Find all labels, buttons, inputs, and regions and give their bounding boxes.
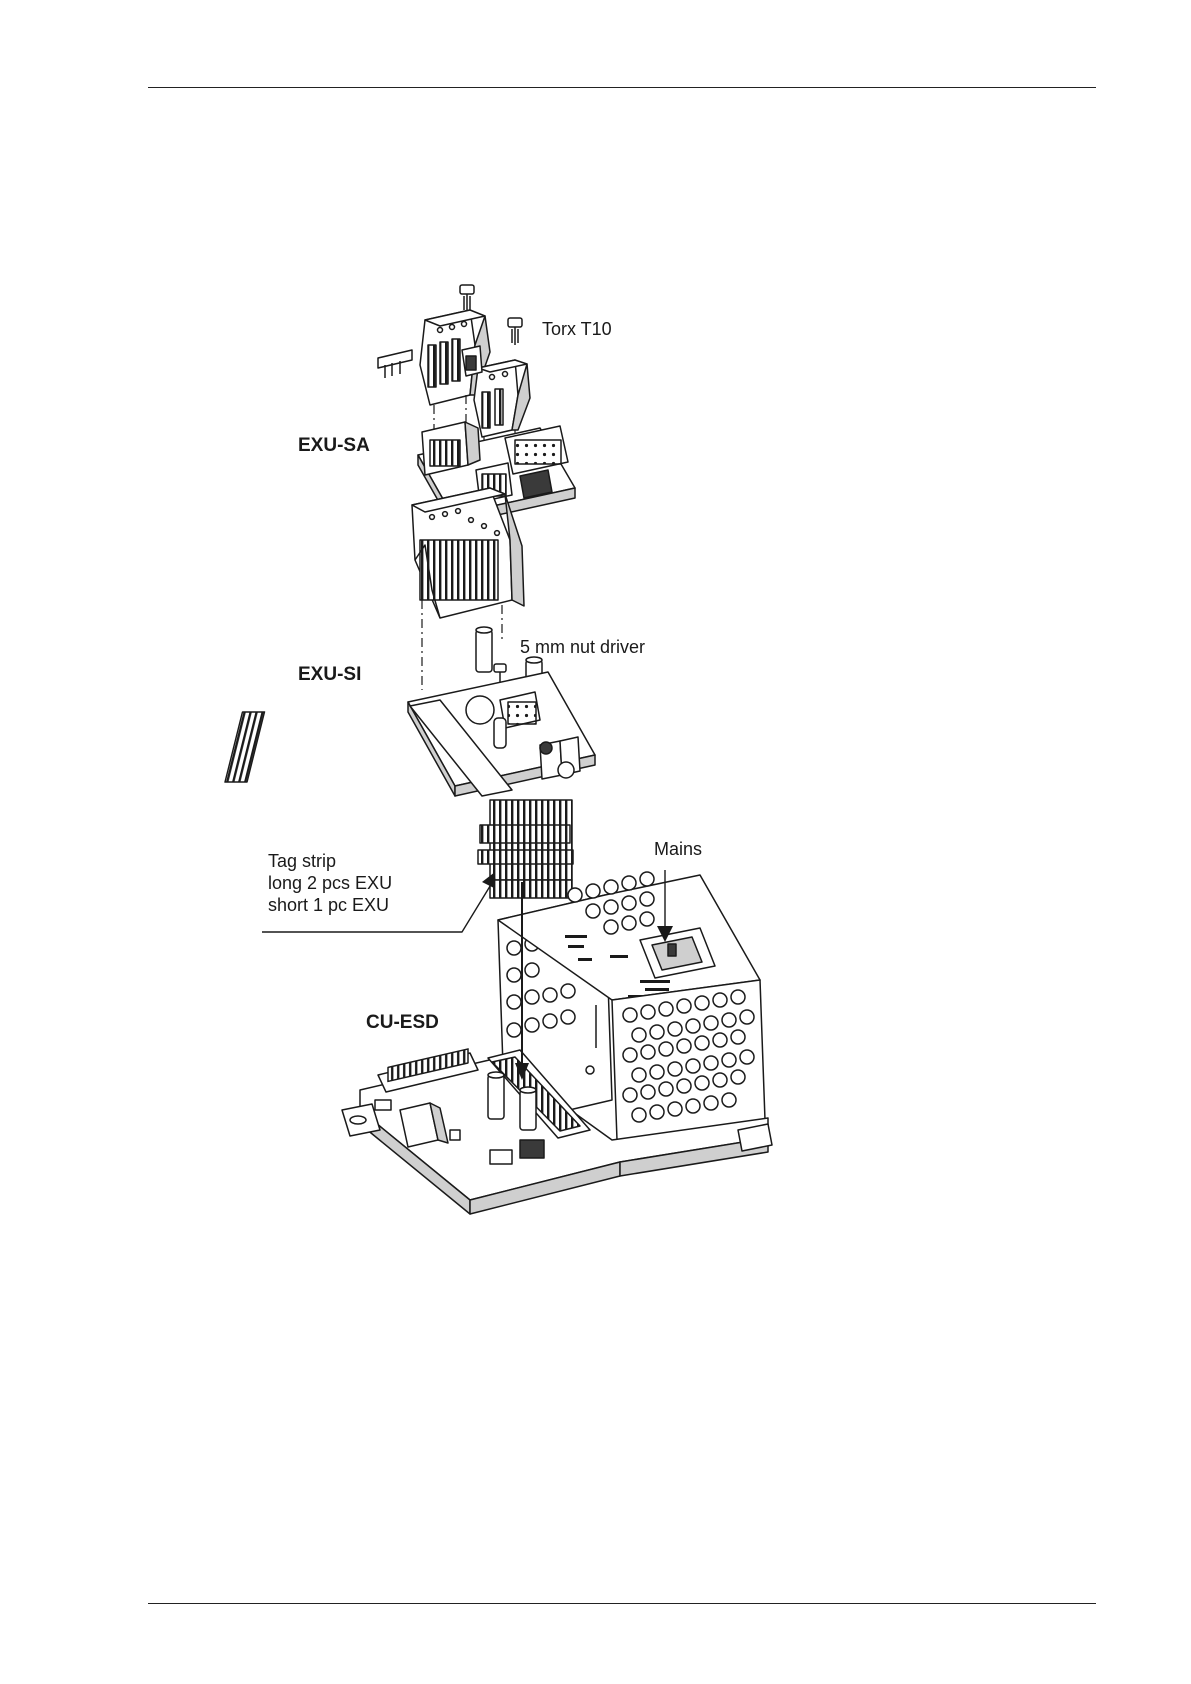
jumper-bridge bbox=[378, 350, 412, 378]
nut-driver-label: 5 mm nut driver bbox=[520, 636, 645, 658]
housing-front-wall bbox=[612, 980, 765, 1140]
exu-si-label: EXU-SI bbox=[298, 664, 361, 686]
mains-label: Mains bbox=[654, 838, 702, 860]
torx-t10-label: Torx T10 bbox=[542, 318, 612, 340]
tag-strip-line-2: long 2 pcs EXU bbox=[268, 872, 392, 894]
torx-screw-top bbox=[460, 285, 474, 312]
tag-strip-line-1: Tag strip bbox=[268, 850, 392, 872]
standoff-front bbox=[476, 627, 492, 672]
tag-strip-long bbox=[478, 800, 573, 880]
exu-si-module bbox=[225, 488, 595, 898]
exu-sa-label: EXU-SA bbox=[298, 435, 370, 457]
tag-strip-line-3: short 1 pc EXU bbox=[268, 894, 392, 916]
torx-screw-right bbox=[508, 318, 522, 345]
terminal-plug-large bbox=[412, 488, 524, 618]
tag-strip-label: Tag strip long 2 pcs EXU short 1 pc EXU bbox=[268, 850, 392, 916]
exu-si-board bbox=[225, 672, 595, 796]
cu-esd-label: CU-ESD bbox=[366, 1012, 439, 1034]
tag-strip-leader-arrowhead bbox=[482, 872, 495, 888]
terminal-plug-small bbox=[462, 346, 482, 376]
cu-esd-unit bbox=[342, 872, 772, 1214]
tag-strip-short bbox=[490, 880, 572, 898]
